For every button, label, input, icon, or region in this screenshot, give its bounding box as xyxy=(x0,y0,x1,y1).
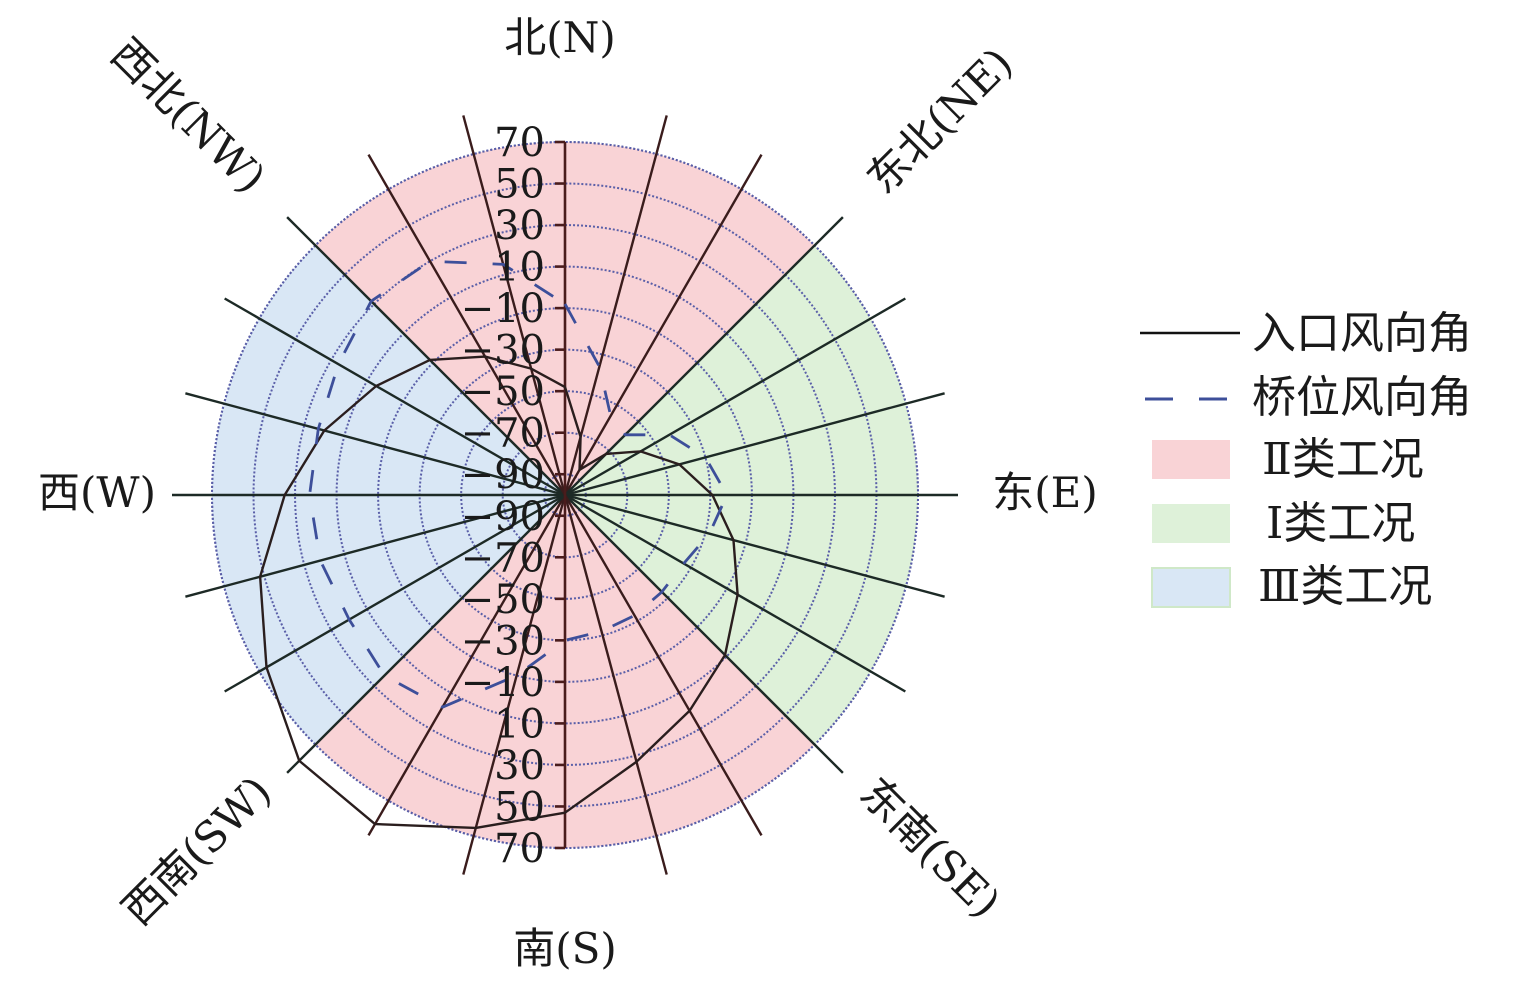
tick-label: −50 xyxy=(461,577,545,623)
legend-label-class2: Ⅱ类工况 xyxy=(1262,434,1424,485)
spoke-75 xyxy=(564,392,945,497)
tick-label: 10 xyxy=(494,245,545,291)
spoke-120 xyxy=(564,493,906,693)
spoke-300 xyxy=(224,297,566,497)
tick-label: 70 xyxy=(494,120,545,166)
spoke-45 xyxy=(564,216,844,496)
spoke-330 xyxy=(367,154,567,496)
tick-label: −50 xyxy=(461,369,545,415)
direction-label-315: 西北(NW) xyxy=(101,29,275,203)
direction-label-90: 东(E) xyxy=(992,468,1097,517)
spoke-165 xyxy=(563,494,668,875)
spoke-60 xyxy=(564,297,906,497)
spoke-225 xyxy=(286,494,566,774)
spoke-345 xyxy=(462,115,567,496)
tick-label: −10 xyxy=(461,286,545,332)
legend-label-inlet: 入口风向角 xyxy=(1252,308,1472,359)
spoke-15 xyxy=(563,115,668,496)
tick-label: −30 xyxy=(461,618,545,664)
spoke-195 xyxy=(462,494,567,875)
legend-swatch-class3 xyxy=(1151,567,1231,608)
spoke-285 xyxy=(185,392,566,497)
tick-label: −70 xyxy=(461,535,545,581)
direction-label-270: 西(W) xyxy=(38,468,156,517)
direction-label-45: 东北(NE) xyxy=(857,38,1022,203)
spoke-240 xyxy=(224,493,566,693)
tick-label: −90 xyxy=(461,452,545,498)
tick-label: −10 xyxy=(461,660,545,706)
legend-label-class3: Ⅲ类工况 xyxy=(1258,561,1432,612)
legend-label-bridge: 桥位风向角 xyxy=(1252,372,1472,423)
tick-label: −30 xyxy=(461,328,545,374)
tick-label: 10 xyxy=(494,701,545,747)
legend-swatch-class1 xyxy=(1152,504,1230,543)
spoke-210 xyxy=(367,494,567,836)
spoke-150 xyxy=(563,494,763,836)
spoke-135 xyxy=(564,494,844,774)
tick-label: 50 xyxy=(494,162,545,208)
spoke-30 xyxy=(563,154,763,496)
spoke-255 xyxy=(185,493,566,598)
tick-label: −70 xyxy=(461,411,545,457)
direction-label-0: 北(N) xyxy=(504,13,616,62)
tick-label: −90 xyxy=(461,494,545,540)
spoke-105 xyxy=(564,493,945,598)
direction-label-225: 西南(SW) xyxy=(113,767,281,935)
tick-label: 50 xyxy=(494,784,545,830)
tick-label: 30 xyxy=(494,203,545,249)
spoke-315 xyxy=(286,216,566,496)
legend-label-class1: Ⅰ类工况 xyxy=(1266,498,1415,549)
legend-swatch-class2 xyxy=(1152,440,1230,479)
tick-label: 30 xyxy=(494,743,545,789)
direction-label-135: 东南(SE) xyxy=(851,768,1010,927)
legend: 入口风向角 桥位风向角 Ⅱ类工况 Ⅰ类工况 Ⅲ类工况 xyxy=(1140,308,1472,612)
tick-label: 70 xyxy=(494,826,545,872)
direction-label-180: 南(S) xyxy=(513,924,617,973)
